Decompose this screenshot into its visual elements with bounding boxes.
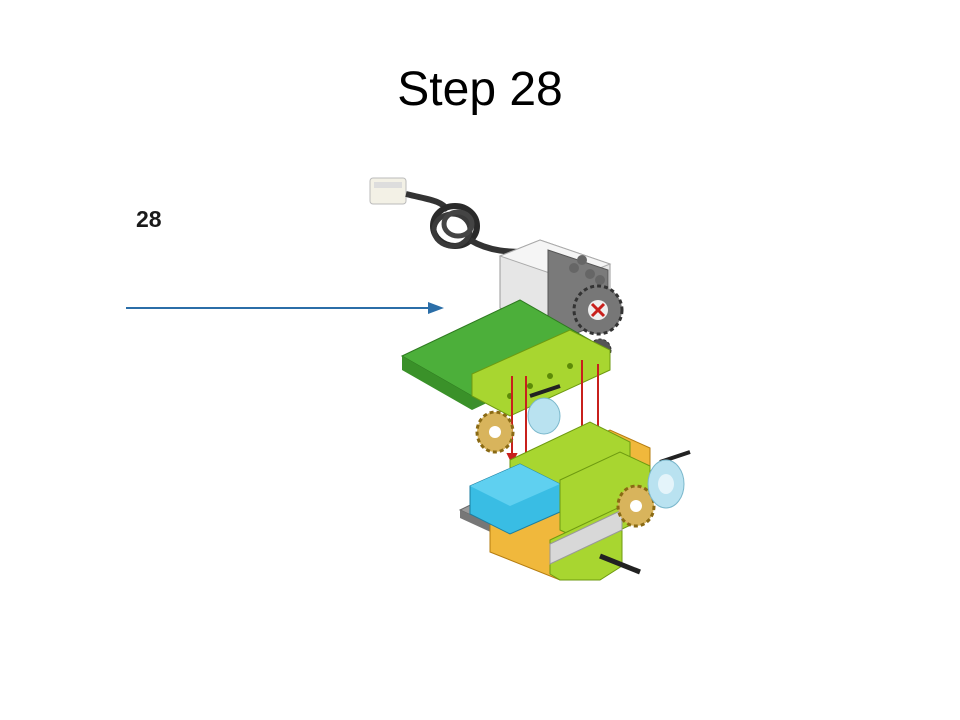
pointer-arrow-icon <box>126 302 444 314</box>
step-number: 28 <box>136 206 162 232</box>
gear-wheel-icon <box>475 384 691 575</box>
lime-beam-icon <box>471 329 611 417</box>
lego-motor-assembly-icon <box>369 177 691 581</box>
motor-icon <box>498 239 624 362</box>
slide-title: Step 28 <box>397 63 563 116</box>
chassis-icon <box>458 421 651 581</box>
cable-icon <box>369 177 531 255</box>
